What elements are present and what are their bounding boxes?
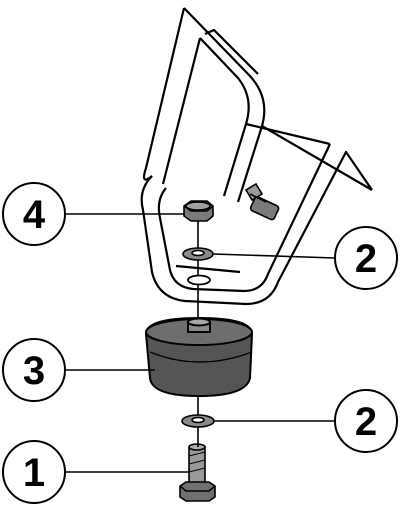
washer-lower bbox=[181, 414, 215, 428]
mounting-bracket bbox=[140, 6, 373, 306]
callout-label: 2 bbox=[355, 400, 377, 444]
callout-label: 2 bbox=[355, 237, 377, 281]
rubber-mount bbox=[144, 316, 254, 398]
callout-2-upper: 2 bbox=[334, 226, 398, 290]
callout-label: 3 bbox=[23, 349, 45, 393]
callout-3: 3 bbox=[2, 338, 66, 402]
callout-label: 1 bbox=[23, 451, 45, 495]
leader-lines bbox=[65, 213, 336, 473]
callout-2-lower: 2 bbox=[334, 389, 398, 453]
hex-bolt bbox=[179, 443, 216, 502]
hex-nut bbox=[183, 200, 214, 222]
callout-label: 4 bbox=[23, 193, 46, 237]
weld-stud bbox=[244, 182, 280, 221]
bracket-hole bbox=[187, 274, 211, 286]
washer-upper bbox=[182, 247, 214, 261]
leader-2-upper bbox=[212, 253, 336, 259]
callout-1: 1 bbox=[2, 440, 66, 504]
callout-4: 4 bbox=[2, 182, 66, 246]
